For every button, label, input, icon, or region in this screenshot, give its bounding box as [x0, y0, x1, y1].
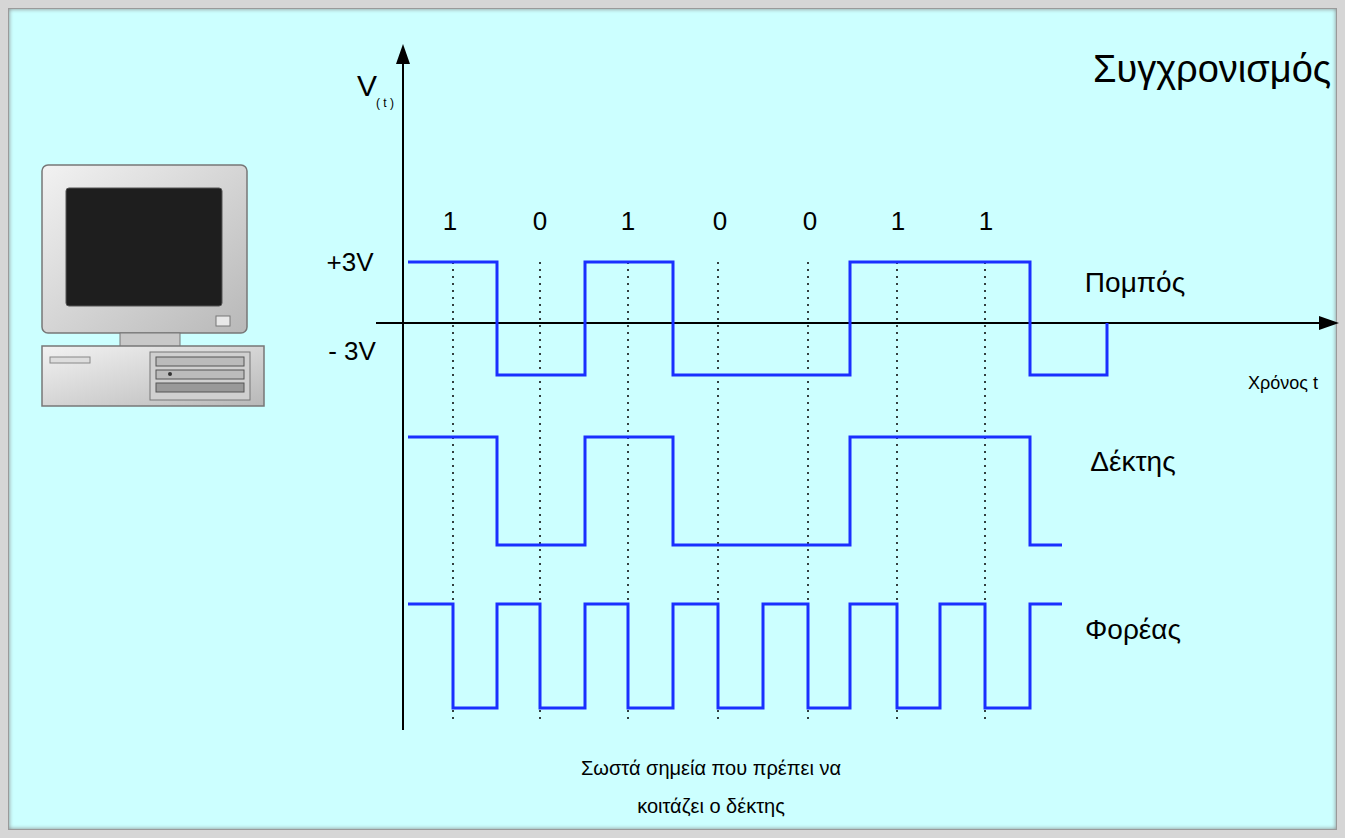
axis-label: V — [357, 69, 377, 104]
signal-name: Δέκτης — [1090, 446, 1175, 478]
computer-icon — [42, 165, 264, 406]
bit-value: 1 — [891, 207, 905, 237]
voltage-level: - 3V — [328, 337, 376, 367]
diagram-title: Συγχρονισμός — [1093, 48, 1331, 92]
carrier-signal — [408, 604, 1062, 708]
bit-value: 0 — [533, 207, 547, 237]
axis-subscript: ( t ) — [376, 97, 394, 111]
bit-value: 1 — [979, 207, 993, 237]
signal-name: Φορέας — [1085, 614, 1181, 646]
bit-value: 0 — [803, 207, 817, 237]
caption: Σωστά σημεία που πρέπει να κοιτάζει ο δέ… — [561, 749, 861, 825]
transmitter-signal — [408, 262, 1107, 375]
bit-value: 0 — [713, 207, 727, 237]
voltage-level: +3V — [327, 248, 374, 278]
bit-value: 1 — [443, 207, 457, 237]
signal-name: Πομπός — [1085, 267, 1185, 299]
receiver-signal — [408, 437, 1062, 545]
bit-value: 1 — [621, 207, 635, 237]
axes — [376, 44, 1339, 730]
axis-label: Χρόνος t — [1248, 373, 1318, 394]
